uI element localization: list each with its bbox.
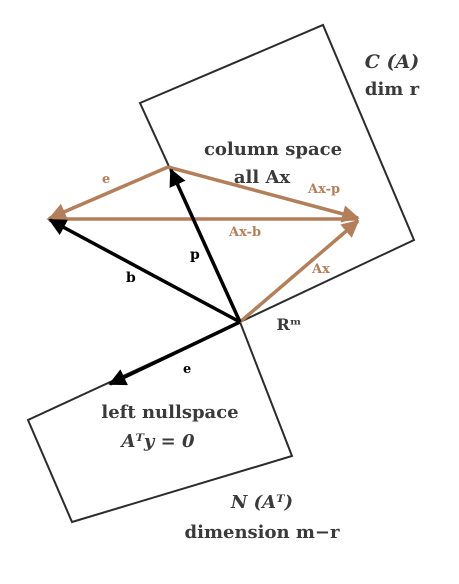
column-space-corner-label-2: dim r <box>365 79 420 100</box>
left-nullspace-box <box>26 320 294 524</box>
ax-minus-b-label: Ax-b <box>228 225 261 240</box>
space-label: Rᵐ <box>277 315 302 334</box>
p-label: p <box>190 247 200 263</box>
column-space-corner-label-1: C (A) <box>365 51 419 73</box>
column-space-label-2: all Ax <box>234 167 291 188</box>
b-arrow <box>48 218 241 324</box>
left-nullspace-label-1: left nullspace <box>101 402 238 423</box>
left-nullspace-label-2: Aᵀy = 0 <box>119 431 194 452</box>
column-space-label-1: column space <box>204 139 342 160</box>
ax-arrow <box>238 219 360 324</box>
ax-label: Ax <box>311 262 330 277</box>
e-black-label: e <box>183 362 191 377</box>
e-brown-arrow <box>48 165 169 220</box>
p-arrow <box>169 168 242 323</box>
ax-minus-p-label: Ax-p <box>307 182 340 197</box>
e-black-arrow <box>108 320 241 386</box>
ax-minus-p-arrow <box>167 165 360 223</box>
b-label: b <box>126 270 136 286</box>
e-brown-label: e <box>102 172 110 187</box>
left-nullspace-corner-label-2: dimension m−r <box>185 522 340 543</box>
left-nullspace-corner-label-1: N (Aᵀ) <box>230 492 293 513</box>
